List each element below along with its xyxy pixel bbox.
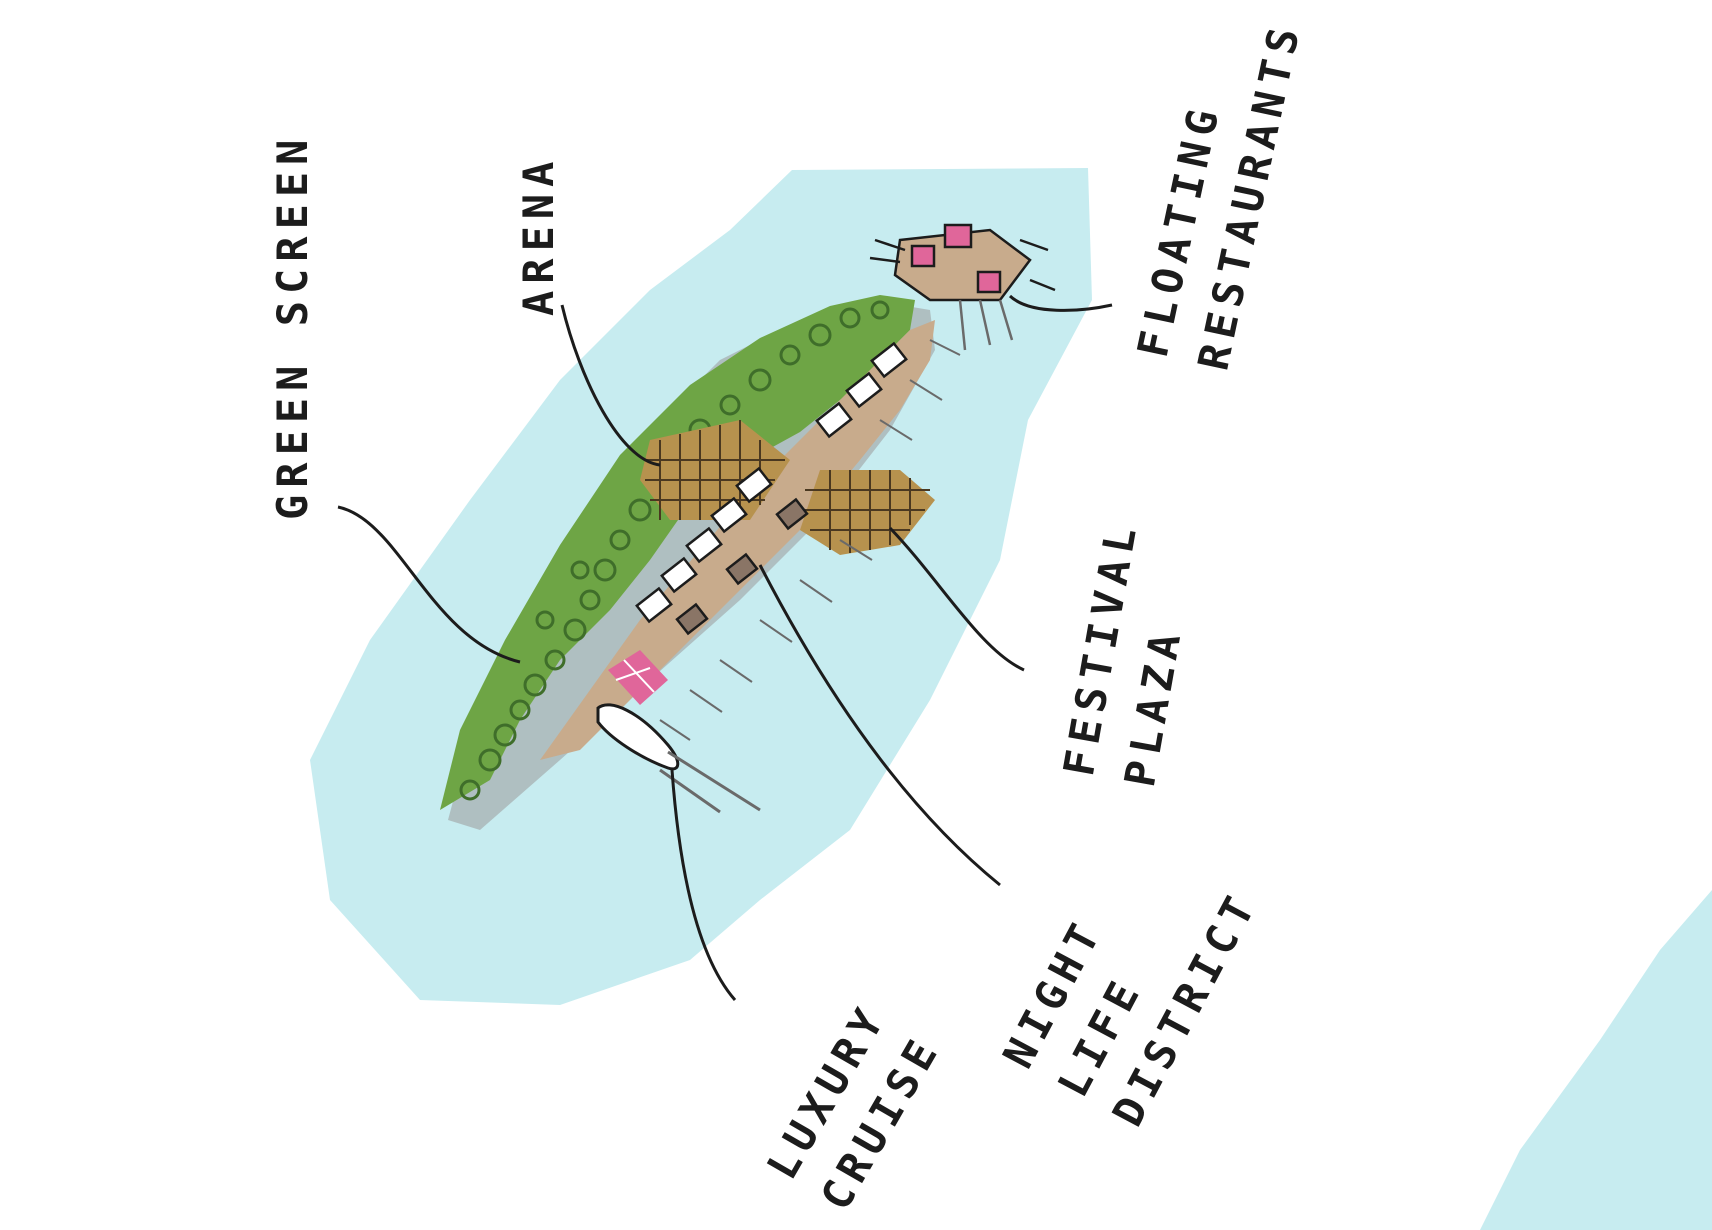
floating-restaurants [869, 223, 1056, 351]
leader-luxury-cruise [670, 769, 737, 1001]
annotation-leaders [337, 294, 1113, 1001]
leader-arena [560, 304, 661, 467]
leader-festival-plaza [888, 526, 1025, 672]
label-line: GREEN SCREEN [268, 132, 317, 520]
leader-green-screen [337, 505, 521, 664]
district-buildings [635, 341, 908, 636]
water-corner-area [1480, 890, 1712, 1230]
label-line: ARENA [514, 154, 563, 316]
pink-pavilion [608, 650, 668, 705]
leader-floating-restaurants [1008, 294, 1113, 312]
label-arena: ARENA [508, 155, 570, 316]
festival-plaza-grid [800, 470, 935, 555]
label-green-screen: GREEN SCREEN [262, 133, 324, 520]
jetty-fingers [659, 339, 961, 741]
vegetation-area [440, 295, 915, 810]
leader-night-life [758, 564, 1001, 887]
cruise-boat [596, 703, 761, 814]
